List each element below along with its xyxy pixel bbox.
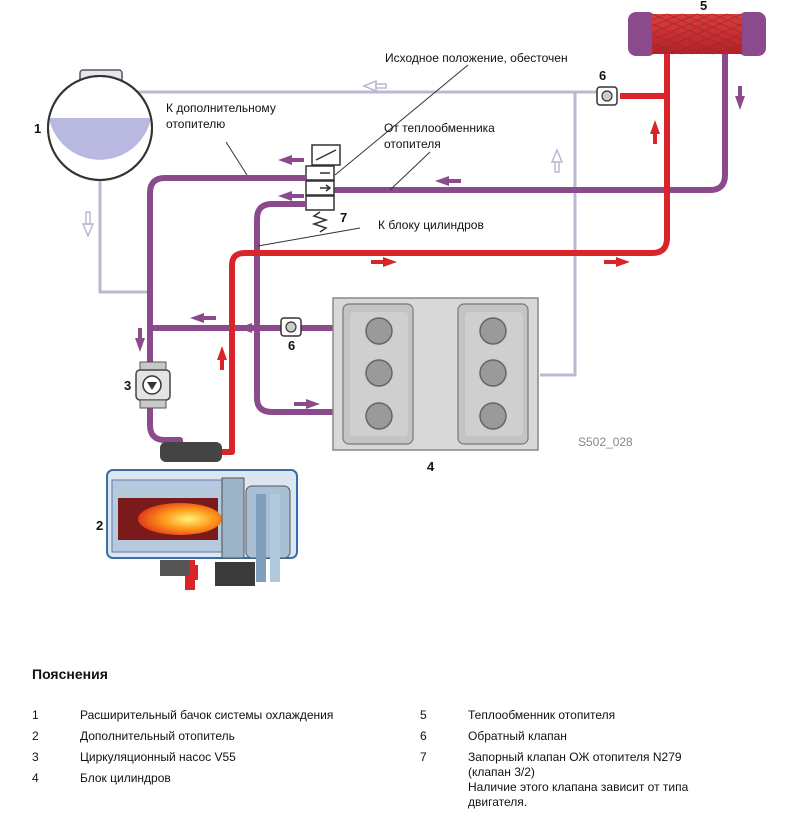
legend-item: 4 Блок цилиндров [32, 771, 370, 786]
solenoid-valve-icon [305, 144, 341, 233]
label-initial-position: Исходное положение, обесточен [385, 51, 568, 65]
heat-exchanger-icon [628, 12, 766, 56]
legend-note: Наличие этого клапана зависит от типа дв… [468, 780, 689, 809]
legend-item-number: 5 [420, 708, 427, 722]
legend-column-right: 5 Теплообменник отопителя 6 Обратный клапа… [420, 708, 758, 816]
callout-6-top: 6 [599, 68, 606, 83]
callout-6-bottom: 6 [288, 338, 295, 353]
legend-note-row: Наличие этого клапана зависит от типа дв… [420, 780, 758, 810]
coolant-circuit-diagram: 1 2 3 4 5 6 6 7 Исходное положение, обес… [34, 0, 766, 590]
legend-title: Пояснения [32, 666, 108, 682]
check-valve-icon [596, 86, 618, 106]
flow-arrows [81, 79, 745, 409]
callout-3: 3 [124, 378, 131, 393]
pump-icon [135, 361, 171, 409]
legend-item: 7 Запорный клапан ОЖ отопителя N279 (клап… [420, 750, 758, 780]
label-to-aux-heater-1: К дополнительному [166, 101, 276, 115]
engine-block-icon [332, 297, 539, 451]
figure-code: S502_028 [578, 435, 633, 449]
legend-item-text: Теплообменник отопителя [468, 708, 616, 722]
legend-item-text: Запорный клапан ОЖ отопителя N279 (клапа… [468, 750, 682, 779]
callout-4: 4 [427, 459, 435, 474]
legend-item: 5 Теплообменник отопителя [420, 708, 758, 723]
label-to-aux-heater-2: отопителю [166, 117, 225, 131]
legend-item-text: Дополнительный отопитель [80, 729, 235, 743]
legend-item-number: 4 [32, 771, 39, 785]
check-valve-icon [280, 317, 302, 337]
callout-5: 5 [700, 0, 707, 13]
aux-heater-icon [106, 442, 298, 586]
legend-column-left: 1 Расширительный бачок системы охлаждения… [32, 708, 370, 792]
legend-item-number: 3 [32, 750, 39, 764]
leader-lines [225, 64, 469, 247]
legend-item-number: 7 [420, 750, 427, 764]
callout-7: 7 [340, 210, 347, 225]
legend-item-number: 6 [420, 729, 427, 743]
legend-item-text: Расширительный бачок системы охлаждения [80, 708, 334, 722]
legend-item-number: 1 [32, 708, 39, 722]
legend-item-text: Блок цилиндров [80, 771, 171, 785]
legend-item-text: Циркуляционный насос V55 [80, 750, 236, 764]
callout-2: 2 [96, 518, 103, 533]
legend-item-text: Обратный клапан [468, 729, 567, 743]
label-to-cylinder-block: К блоку цилиндров [378, 218, 484, 232]
expansion-tank-icon [47, 69, 153, 181]
legend-item: 1 Расширительный бачок системы охлаждения [32, 708, 370, 723]
label-from-heat-exchanger-2: отопителя [384, 137, 441, 151]
legend-item: 3 Циркуляционный насос V55 [32, 750, 370, 765]
callout-1: 1 [34, 121, 41, 136]
legend-item: 6 Обратный клапан [420, 729, 758, 744]
legend-item-number: 2 [32, 729, 39, 743]
legend-item: 2 Дополнительный отопитель [32, 729, 370, 744]
label-from-heat-exchanger-1: От теплообменника [384, 121, 495, 135]
